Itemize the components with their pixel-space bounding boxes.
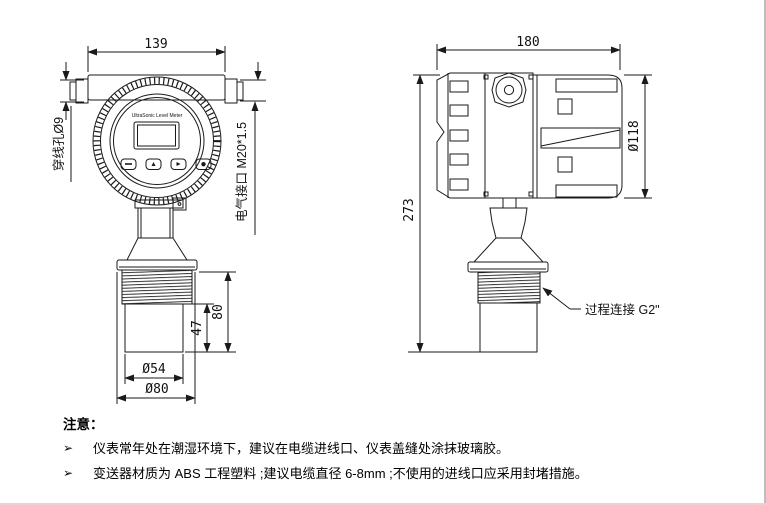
enter-key[interactable] [195,158,212,170]
dim-width-180 [436,44,621,70]
note-text: 变送器材质为 ABS 工程塑料 ;建议电缆直径 6-8mm ;不使用的进线口应采… [93,466,588,482]
up-key[interactable] [145,158,162,170]
front-cover-ribs [532,74,623,199]
rear-cover-ribs [436,72,486,199]
page-bottom-border [0,503,766,505]
housing-front-face [92,76,222,206]
up-key-icon [151,162,156,166]
dim-width-139-label: 139 [144,37,167,52]
dim-o54 [124,354,184,384]
left-lug [75,78,89,104]
cone [126,237,188,261]
wire-hole-label: 穿线孔Ø9 [51,117,66,171]
thread-section [121,269,193,305]
dim-o80-label: Ø80 [145,382,168,397]
enter-key-icon [201,162,206,167]
flange [116,259,198,271]
dim-width-139 [87,46,226,72]
housing-body-side [483,72,534,199]
technical-drawing: 139 UltraSonic Level Meter [51,35,660,404]
thread-section-side [477,271,541,304]
vent-plug [172,197,187,211]
brand-label: UltraSonic Level Meter [132,113,183,119]
dim-width-180-label: 180 [516,35,539,50]
dim-80-label: 80 [211,304,226,320]
page-right-border [764,0,766,505]
dim-o118-label: Ø118 [627,120,642,151]
housing-top-bar [69,74,244,104]
notes-title: 注意： [63,417,104,432]
bullet-arrow-icon: ➢ [63,466,74,481]
rim-hatch [93,77,221,205]
dim-height-273-label: 273 [402,198,417,221]
front-view: 139 UltraSonic Level Meter [51,37,266,404]
side-view: 180 273 [402,35,660,353]
dim-47 [185,303,214,353]
dim-height-273 [408,74,480,353]
note-text: 仪表常年处在潮湿环境下，建议在电缆进线口、仪表盖缝处涂抹玻璃胶。 [93,441,510,456]
front-transducer [116,197,198,353]
menu-key[interactable] [120,158,137,170]
dim-o80 [116,272,196,404]
notes-section: 注意： ➢ 仪表常年处在潮湿环境下，建议在电缆进线口、仪表盖缝处涂抹玻璃胶。 ➢… [63,413,723,492]
bullet-arrow-icon: ➢ [63,441,74,455]
dim-47-label: 47 [190,320,205,336]
right-lug [224,78,238,104]
process-connection-label: 过程连接 G2" [585,302,660,317]
right-key-icon [176,162,181,166]
dim-wire-hole [60,62,84,182]
probe-tip [124,303,184,353]
side-transducer [467,197,549,353]
dim-electrical-port [240,62,266,235]
lcd-display [133,121,180,150]
probe-tip-side [479,302,538,353]
right-key[interactable] [170,158,187,170]
keypad [120,158,212,170]
neck [137,207,174,239]
dim-o118 [624,74,652,199]
electrical-port-label: 电气接口 M20*1.5 [234,122,249,222]
dim-o54-label: Ø54 [142,362,166,377]
process-connection-leader [542,287,581,310]
note-item: ➢ 变送器材质为 ABS 工程塑料 ;建议电缆直径 6-8mm ;不使用的进线口… [63,466,723,482]
note-item: ➢ 仪表常年处在潮湿环境下，建议在电缆进线口、仪表盖缝处涂抹玻璃胶。 [63,441,723,457]
cable-gland-circle [491,72,527,108]
